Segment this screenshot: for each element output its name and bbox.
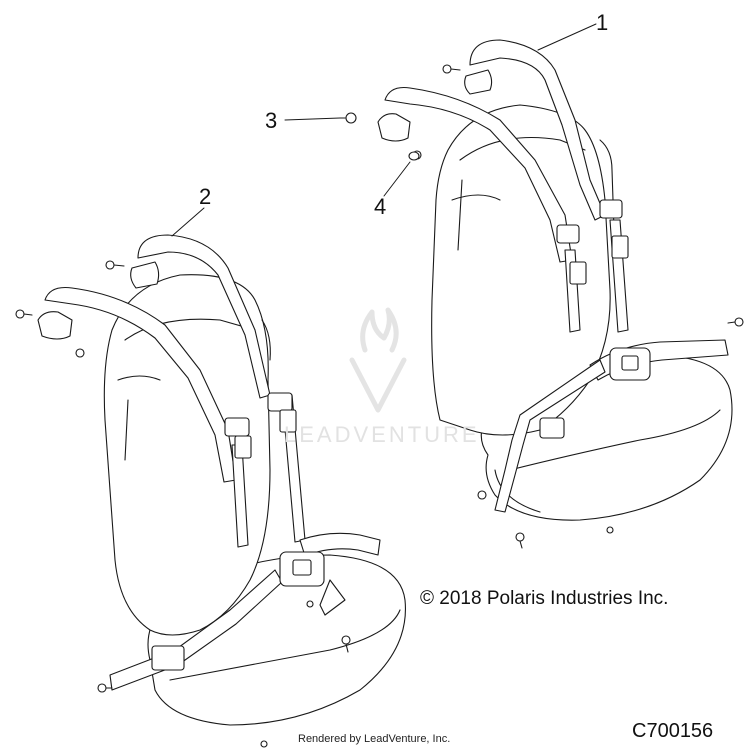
leader-lines: [171, 23, 597, 237]
seat-right: [377, 39, 744, 549]
watermark-text: LEADVENTURE: [284, 422, 480, 447]
flame-v-logo-icon: [349, 307, 407, 413]
nut-part-4: [408, 151, 420, 161]
rendered-by-footer: Rendered by LeadVenture, Inc.: [298, 733, 451, 745]
figure-code: C700156: [632, 720, 714, 742]
seat-left: [15, 234, 407, 748]
bolt-part-3: [339, 112, 357, 124]
callout-1: 1: [596, 10, 609, 35]
callout-2: 2: [199, 184, 212, 209]
callout-3: 3: [265, 108, 278, 133]
copyright-notice: © 2018 Polaris Industries Inc.: [420, 588, 669, 609]
callout-4: 4: [374, 194, 387, 219]
